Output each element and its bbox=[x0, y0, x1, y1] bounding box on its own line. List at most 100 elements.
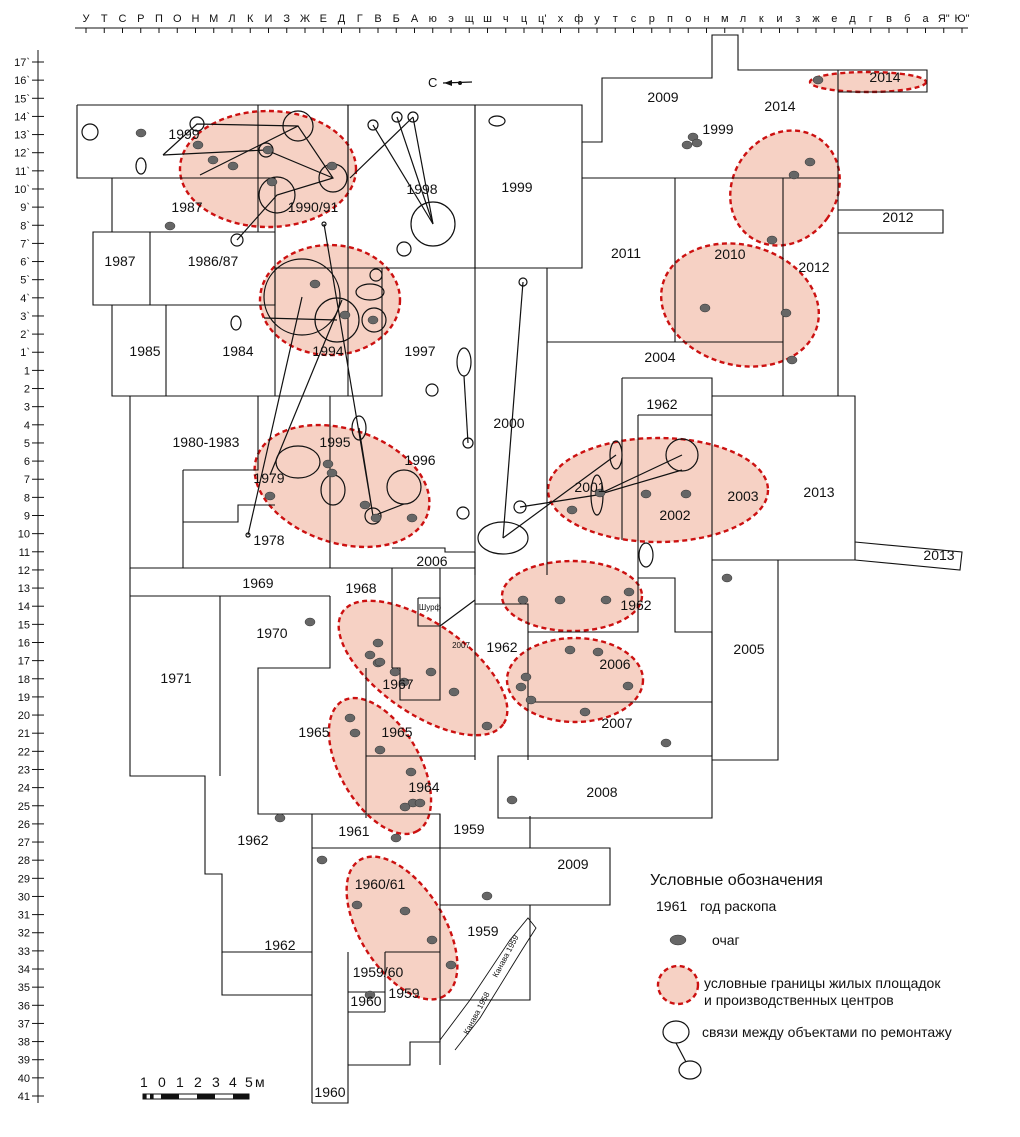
scale-bar: 1 0 1 2 3 4 5 м bbox=[140, 1074, 265, 1100]
hearth-marker bbox=[600, 595, 612, 605]
grid-column-label: Я" bbox=[938, 13, 950, 25]
hearth-marker bbox=[481, 891, 493, 901]
excavation-year-label: 1984 bbox=[222, 343, 253, 359]
grid-row-label: 16 bbox=[18, 637, 30, 649]
excavation-year-label: 1999 bbox=[168, 126, 199, 142]
excavation-year-label: 2014 bbox=[764, 98, 795, 114]
hearth-marker bbox=[804, 157, 816, 167]
grid-column-label: ц bbox=[521, 13, 528, 25]
refit-connections bbox=[81, 110, 699, 627]
grid-column-label: В bbox=[374, 13, 381, 25]
hearth-marker bbox=[207, 155, 219, 165]
grid-column-label: З bbox=[283, 13, 290, 25]
grid-column-label: Р bbox=[137, 13, 144, 25]
grid-column-label: ф bbox=[574, 13, 583, 25]
grid-row-label: 31 bbox=[18, 910, 30, 922]
hearth-marker bbox=[594, 488, 606, 498]
grid-row-label: 4` bbox=[20, 293, 30, 305]
grid-row-label: 34 bbox=[18, 964, 30, 976]
hearth-marker bbox=[266, 177, 278, 187]
excavation-year-label: 1990/91 bbox=[288, 199, 339, 215]
grid-column-label: Е bbox=[320, 13, 327, 25]
excavation-year-label: 1986/87 bbox=[188, 253, 239, 269]
grid-column-label: ц' bbox=[538, 13, 546, 25]
svg-text:1: 1 bbox=[140, 1074, 148, 1090]
hearth-marker bbox=[506, 795, 518, 805]
hearth-marker bbox=[640, 489, 652, 499]
living-area bbox=[345, 855, 459, 1001]
grid-row-label: 25 bbox=[18, 801, 30, 813]
grid-row-label: 32 bbox=[18, 928, 30, 940]
grid-row-label: 39 bbox=[18, 1055, 30, 1067]
hearth-marker bbox=[374, 657, 386, 667]
hearth-marker bbox=[660, 738, 672, 748]
excavation-year-label: 1987 bbox=[171, 199, 202, 215]
grid-row-label: 11 bbox=[19, 547, 30, 559]
grid-row-label: 17 bbox=[18, 656, 30, 668]
hearth-marker bbox=[786, 355, 798, 365]
grid-row-label: 10 bbox=[18, 529, 30, 541]
excavation-year-label: 2011 bbox=[611, 245, 641, 261]
hearths bbox=[135, 75, 824, 1000]
hearth-marker bbox=[592, 647, 604, 657]
hearth-marker bbox=[525, 695, 537, 705]
hearth-marker bbox=[681, 140, 693, 150]
grid-row-label: 5 bbox=[24, 438, 30, 450]
grid-column-label: Ю" bbox=[954, 13, 969, 25]
legend-hearth-icon bbox=[669, 934, 687, 946]
grid-column-label: Т bbox=[101, 13, 108, 25]
hearth-marker bbox=[351, 900, 363, 910]
hearth-marker bbox=[399, 802, 411, 812]
excavation-year-label: 1970 bbox=[256, 625, 287, 641]
hearth-marker bbox=[304, 617, 316, 627]
grid-column-label: Л bbox=[228, 13, 235, 25]
excavation-year-label: 1996 bbox=[404, 452, 435, 468]
hearth-marker bbox=[367, 315, 379, 325]
excavation-year-label: 1962 bbox=[486, 639, 517, 655]
grid-column-label: к bbox=[759, 13, 764, 25]
excavation-year-label: 1968 bbox=[345, 580, 376, 596]
excavation-year-label: 1960/61 bbox=[355, 876, 406, 892]
hearth-marker bbox=[364, 650, 376, 660]
living-area bbox=[808, 70, 928, 94]
grid-row-label: 17` bbox=[14, 57, 30, 69]
grid-row-label: 11` bbox=[15, 166, 30, 178]
grid-column-label: Ж bbox=[300, 13, 310, 25]
hearth-marker bbox=[623, 587, 635, 597]
hearth-marker bbox=[164, 221, 176, 231]
excavation-year-label: 1962 bbox=[620, 597, 651, 613]
hearth-marker bbox=[680, 489, 692, 499]
grid-row-label: 3` bbox=[20, 311, 30, 323]
hearth-marker bbox=[344, 713, 356, 723]
grid-column-label: н bbox=[703, 13, 709, 25]
excavation-year-label: 1999 bbox=[501, 179, 532, 195]
hearth-marker bbox=[520, 672, 532, 682]
excavation-year-label: 1969 bbox=[242, 575, 273, 591]
grid-row-label: 14 bbox=[18, 601, 30, 613]
trench-label-1958: Канава 1958 bbox=[462, 990, 492, 1036]
hearth-marker bbox=[622, 681, 634, 691]
excavation-year-label: 2000 bbox=[493, 415, 524, 431]
excavation-outlines bbox=[76, 34, 963, 1104]
excavation-year-label: 2006 bbox=[416, 553, 447, 569]
grid-row-label: 33 bbox=[18, 946, 30, 958]
grid-column-label: в bbox=[886, 13, 892, 25]
excavation-year-label: 1959 bbox=[467, 923, 498, 939]
grid-column-label: щ bbox=[465, 13, 474, 25]
excavation-year-label: 1985 bbox=[129, 343, 160, 359]
grid-column-label: К bbox=[247, 13, 254, 25]
grid-row-label: 28 bbox=[18, 855, 30, 867]
legend-title: Условные обозначения bbox=[650, 872, 823, 889]
excavation-year-label: 1987 bbox=[104, 253, 135, 269]
excavation-year-label: 1979 bbox=[253, 470, 284, 486]
grid-row-label: 14` bbox=[14, 111, 30, 123]
grid-column-label: Н bbox=[192, 13, 200, 25]
excavation-year-label: 2001 bbox=[574, 479, 605, 495]
grid-column-label: д bbox=[849, 13, 856, 25]
excavation-year-label: 1964 bbox=[408, 779, 439, 795]
excavation-year-label: 1994 bbox=[312, 343, 343, 359]
hearth-marker bbox=[326, 161, 338, 171]
excavation-year-label: Шурф bbox=[419, 603, 442, 612]
grid-row-label: 22 bbox=[18, 746, 30, 758]
